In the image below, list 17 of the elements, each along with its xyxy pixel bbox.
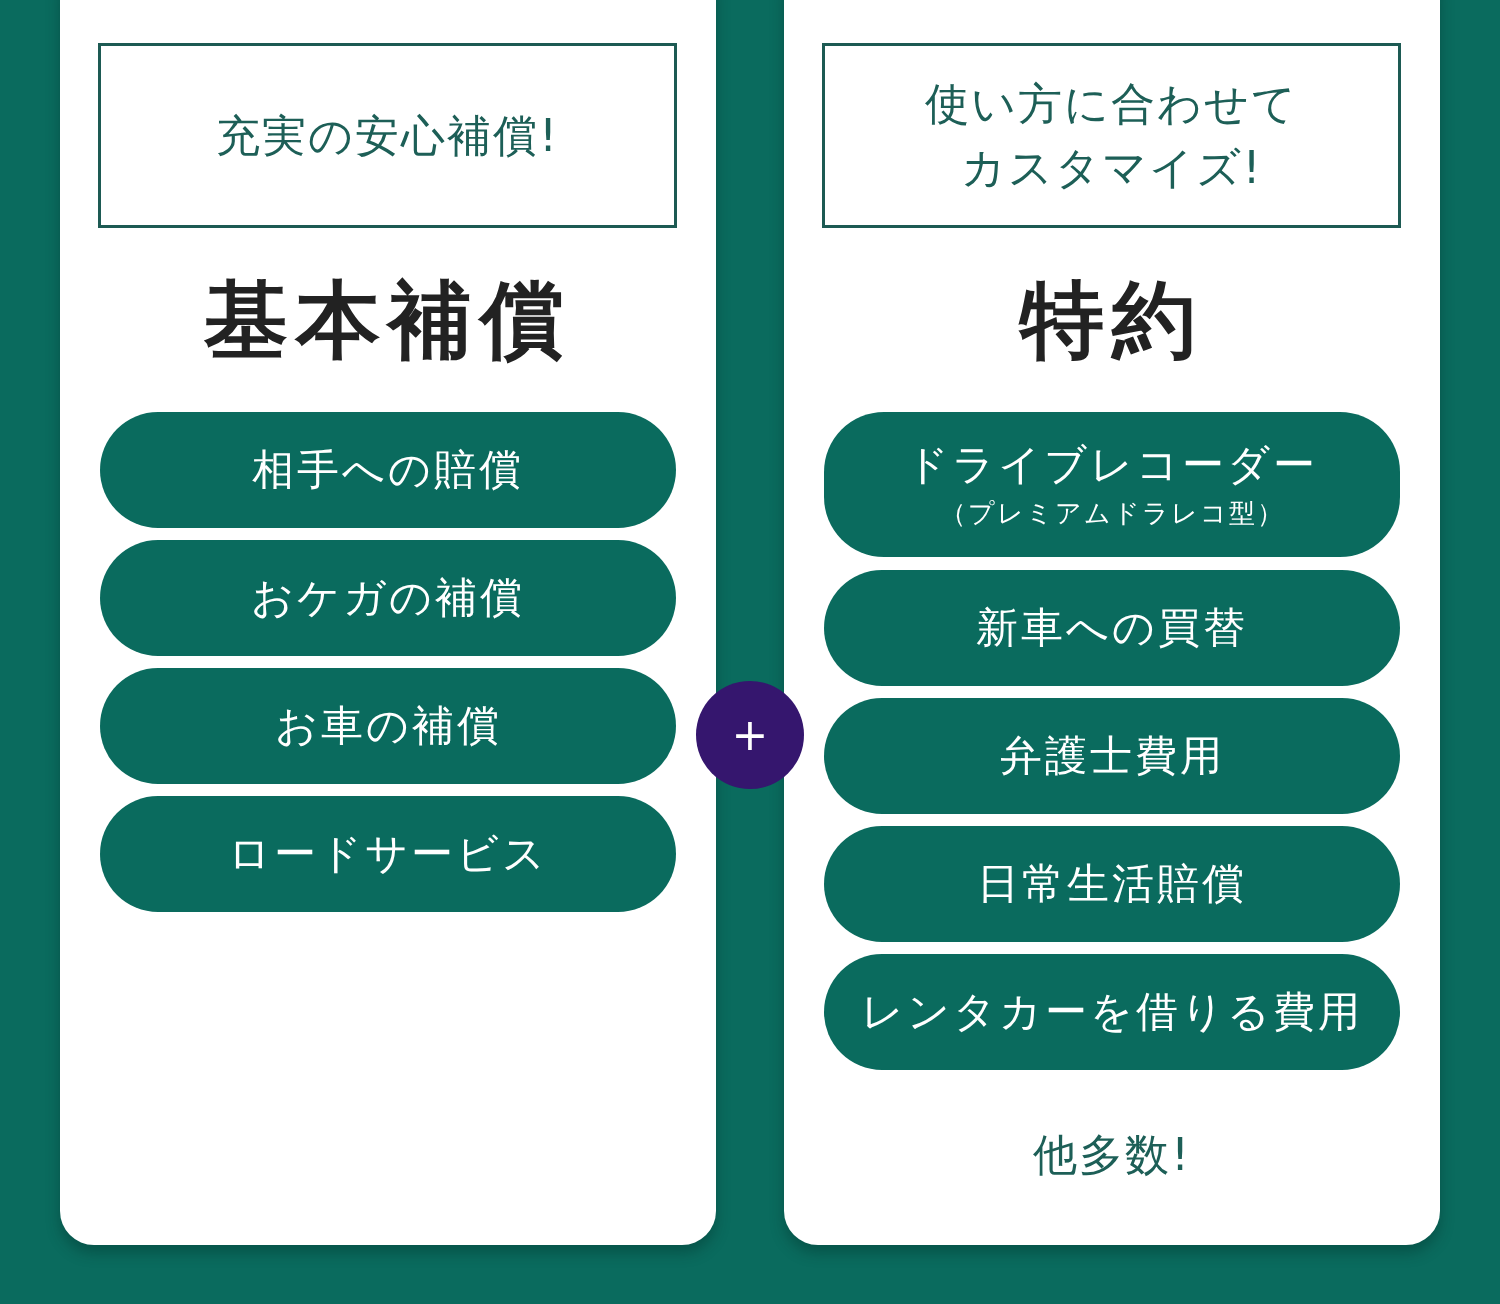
- card: [784, 0, 1440, 1245]
- coverage-pill: 日常生活賠償: [824, 826, 1400, 942]
- card-heading: 基本補償: [203, 270, 573, 370]
- outlined-tagline: 使い方に合わせてカスタマイズ!: [822, 43, 1401, 228]
- coverage-pill: お車の補償: [100, 668, 676, 784]
- coverage-pill: レンタカーを借りる費用: [824, 954, 1400, 1070]
- coverage-pill: 相手への賠償: [100, 412, 676, 528]
- coverage-title: ドライブレコーダー: [906, 438, 1318, 491]
- card: [60, 0, 716, 1245]
- coverage-pill: ロードサービス: [100, 796, 676, 912]
- coverage-subtitle: （プレミアムドラレコ型）: [939, 496, 1285, 530]
- outlined-tagline: 充実の安心補償!: [98, 43, 677, 228]
- coverage-pill: 新車への買替: [824, 570, 1400, 686]
- more-note: 他多数!: [1032, 1128, 1192, 1182]
- card-heading: 特約: [1017, 270, 1205, 370]
- coverage-pill: 弁護士費用: [824, 698, 1400, 814]
- coverage-pill: おケガの補償: [100, 540, 676, 656]
